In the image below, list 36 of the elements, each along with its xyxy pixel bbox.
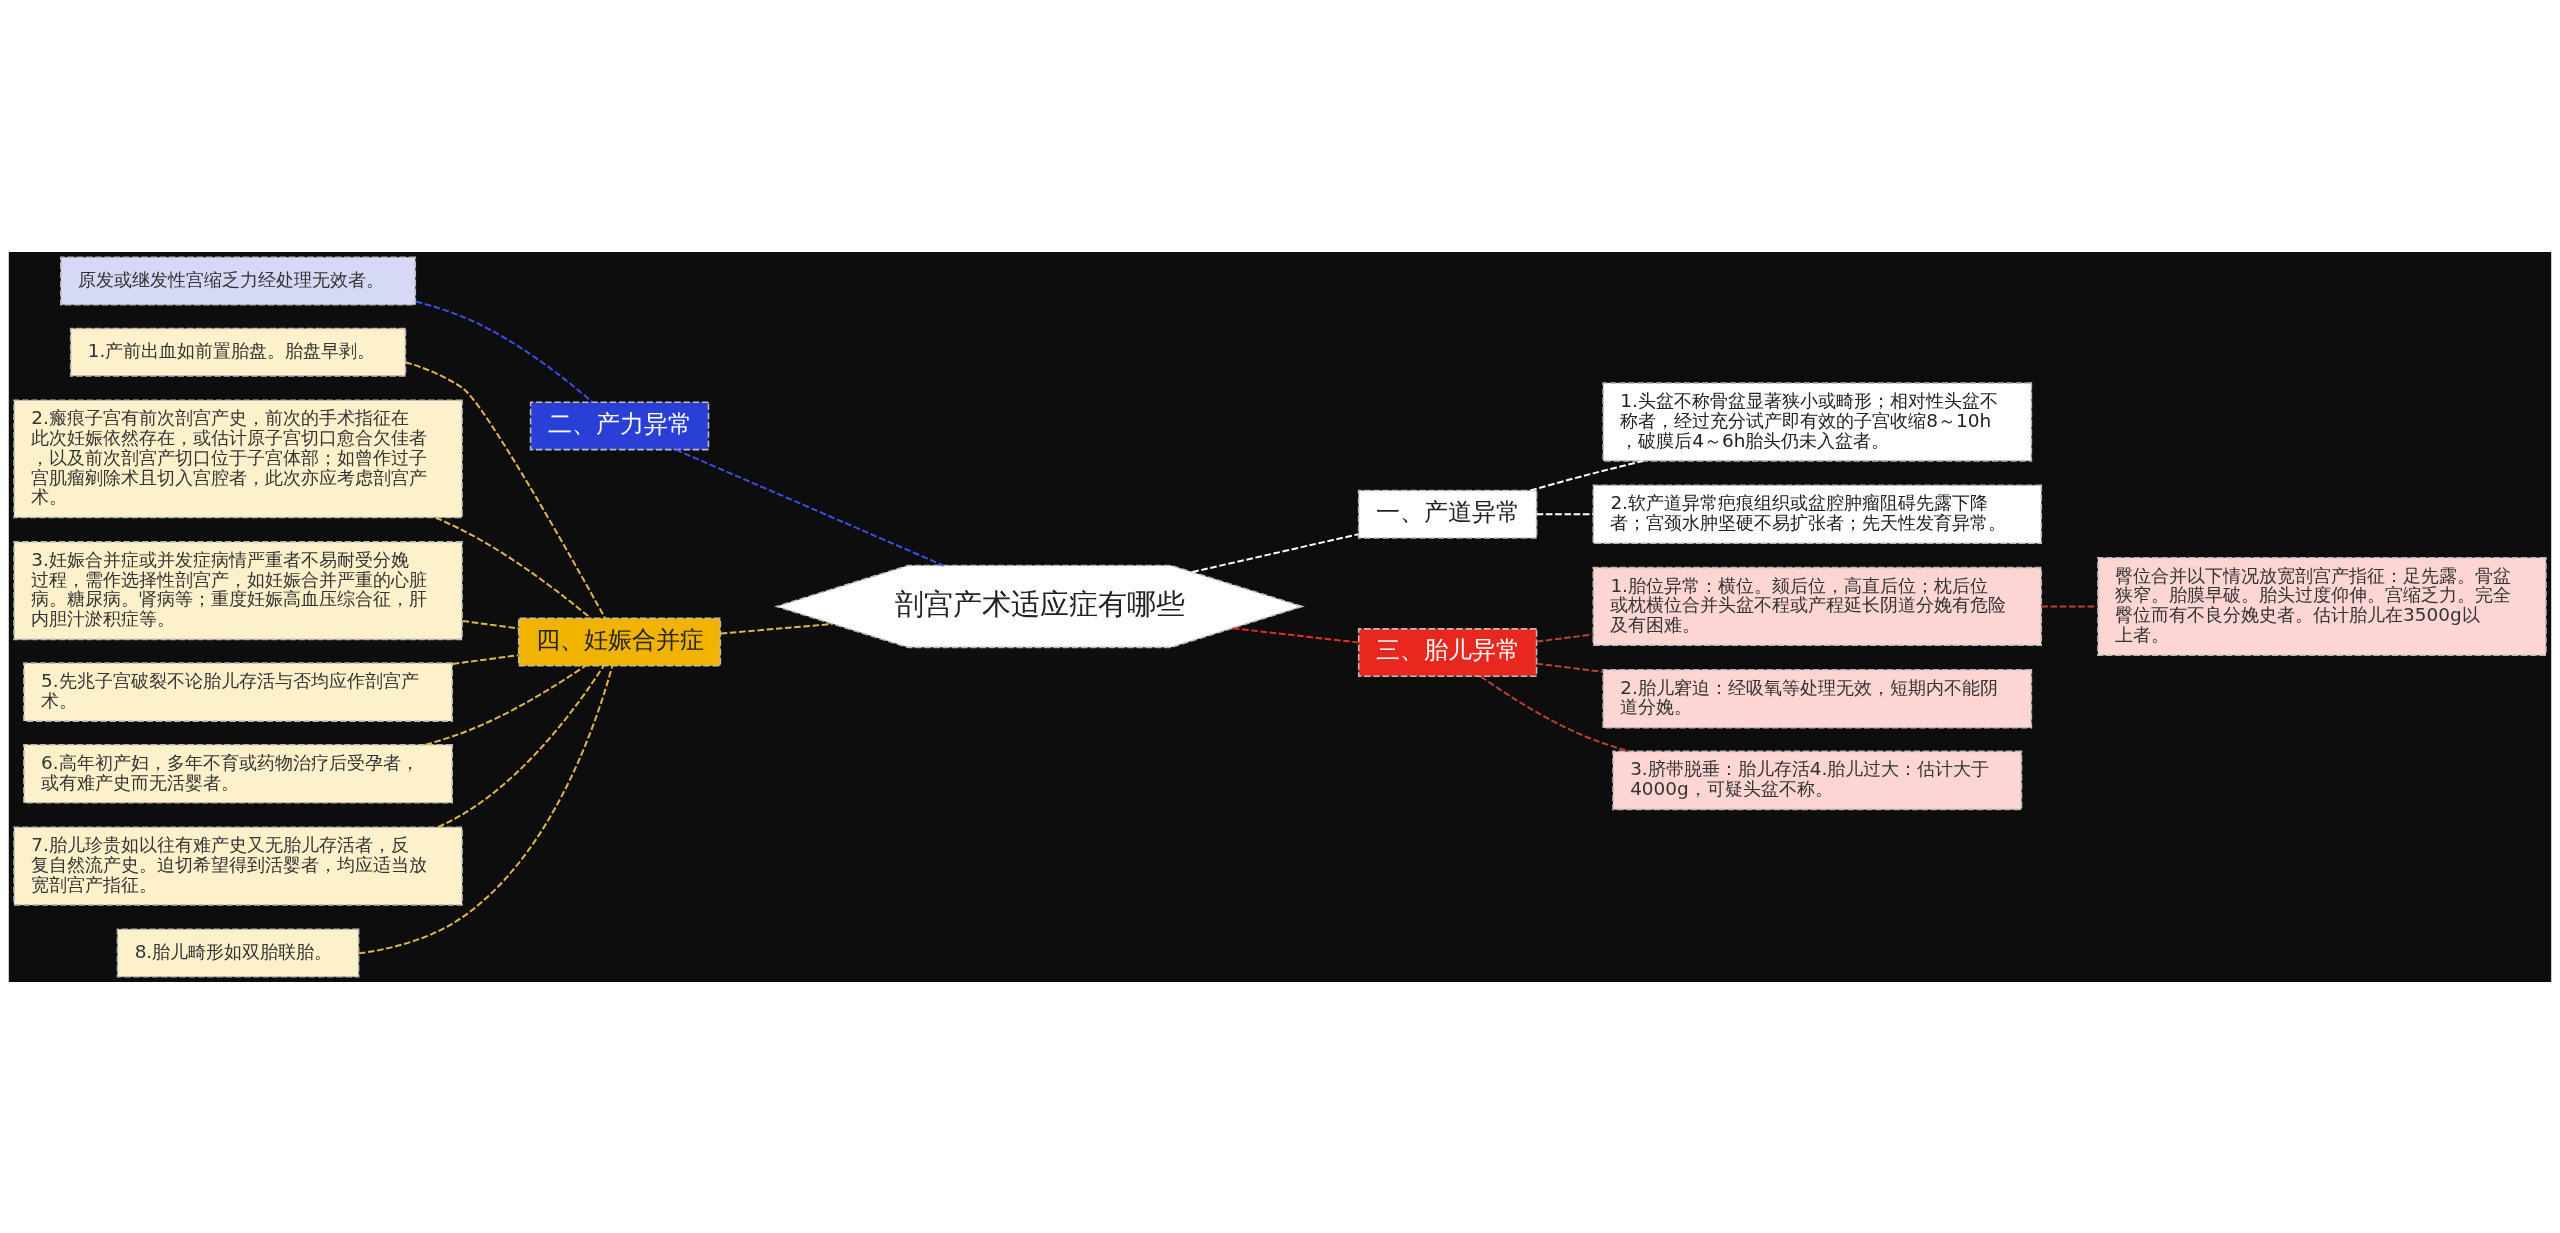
connector xyxy=(1535,632,1595,643)
node-box: 2.胎儿窘迫：经吸氧等处理无效，短期内不能阴道分娩。 xyxy=(1602,668,2033,728)
node-box: 2.瘢痕子宫有前次剖宫产史，前次的手术指征在此次妊娠依然存在，或估计原子宫切口愈合欠佳者，以及前次剖宫产切口位于子宫体部；如曾作过子宫肌瘤剜除术且切入宫腔者，此次亦应考虑剖宫产术。 xyxy=(13,398,463,518)
node-box: 2.软产道异常疤痕组织或盆腔肿瘤阻碍先露下降者；宫颈水肿坚硬不易扩张者；先天性发育异常。 xyxy=(1592,483,2043,544)
connector xyxy=(357,664,614,954)
connector xyxy=(461,619,520,629)
connector xyxy=(434,516,592,619)
connector xyxy=(1191,532,1360,573)
node-box: 原发或继发性宫缩乏力经处理无效者。 xyxy=(60,256,417,305)
node-box: 5.先兆子宫破裂不论胎儿存活与否均应作剖宫产术。 xyxy=(23,661,453,722)
connector xyxy=(404,360,606,619)
node-box: 7.胎儿珍贵如以往有难产史又无胎儿存活者，反复自然流产史。迫切希望得到活婴者，均应适当放宽剖宫产指征。 xyxy=(13,825,463,906)
node-box: 四、妊娠合并症 xyxy=(517,617,722,667)
connector xyxy=(1480,675,1631,752)
connector xyxy=(1529,459,1645,491)
node-box: 3.妊娠合并症或并发症病情严重者不易耐受分娩过程，需作选择性剖宫产，如妊娠合并严重的心脏病。糖尿病。肾病等；重度妊娠高血压综合征，肝内胆汁淤积症等。 xyxy=(13,540,463,640)
connector xyxy=(414,300,594,403)
connector xyxy=(1535,512,1595,515)
connector xyxy=(424,664,587,746)
node-box: 三、胎儿异常 xyxy=(1357,627,1538,677)
node-box: 二、产力异常 xyxy=(529,400,710,450)
node-box: 臀位合并以下情况放宽剖宫产指征：足先露。骨盆狭窄。胎膜早破。胎头过度仰伸。宫缩乏力。完全臀位而有不良分娩史者。估计胎儿在3500g以上者。 xyxy=(2097,556,2547,656)
node-box: 1.头盆不称骨盆显著狭小或畸形；相对性头盆不称者，经过充分试产即有效的子宫收缩8～10h，破膜后4～6h胎头仍未入盆者。 xyxy=(1602,381,2033,462)
connector xyxy=(1535,662,1604,673)
connector xyxy=(2040,604,2099,607)
node-box: 6.高年初产妇，多年不育或药物治疗后受孕者，或有难产史而无活婴者。 xyxy=(23,743,453,804)
connector xyxy=(674,448,945,566)
node-box: 8.胎儿畸形如双胎联胎。 xyxy=(116,928,360,977)
node-box: 1.胎位异常：横位。颏后位，高直后位；枕后位或枕横位合并头盆不程或产程延长阴道分娩有危险及有困难。 xyxy=(1592,566,2043,646)
connector xyxy=(1231,626,1360,644)
connector xyxy=(451,653,520,665)
node-box: 1.产前出血如前置胎盘。胎盘早剥。 xyxy=(69,327,407,377)
node-box: 3.脐带脱垂：胎儿存活4.胎儿过大：估计大于4000g，可疑头盆不称。 xyxy=(1612,750,2023,810)
node-box: 一、产道异常 xyxy=(1357,489,1538,539)
connector xyxy=(437,664,605,828)
connector xyxy=(719,622,834,634)
